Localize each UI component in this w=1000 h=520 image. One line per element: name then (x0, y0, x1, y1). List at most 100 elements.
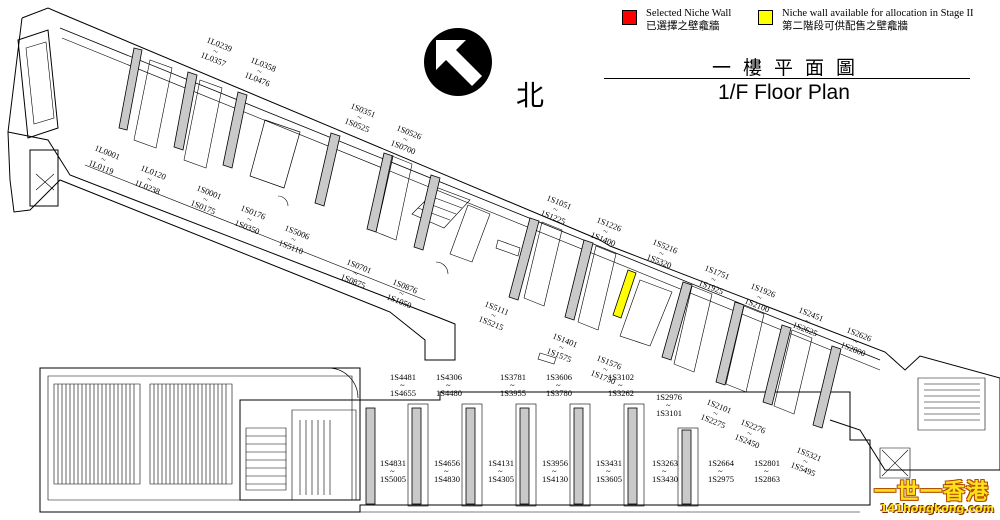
north-arrow-icon (424, 28, 492, 96)
wall-label-tilde: ~ (552, 204, 560, 215)
wall-label-tilde: ~ (400, 380, 405, 390)
wall-label-start: 1S2664 (708, 458, 735, 468)
niche-wall (661, 281, 693, 361)
wall-label-tilde: ~ (618, 380, 623, 390)
wall-label: 1L0120~1L0238 (133, 163, 167, 197)
wall-label-end: 1S3430 (652, 474, 678, 484)
wall-label-tilde: ~ (558, 342, 566, 353)
niche-wall (411, 407, 422, 505)
wall-label: 1S5006~1S5110 (277, 223, 311, 257)
niche-walls-upper (118, 47, 842, 429)
niche-walls-upper-outline (133, 59, 813, 415)
wall-label-start: 1S2276 (739, 417, 767, 436)
staircase-lower-right (879, 377, 986, 479)
wall-label-tilde: ~ (764, 466, 769, 476)
wall-label-tilde: ~ (100, 154, 108, 165)
wall-label-start: 1S3606 (546, 372, 572, 382)
wall-label: 1S2801~1S2863 (754, 458, 780, 484)
wall-label-start: 1S4481 (390, 372, 416, 382)
wall-label-tilde: ~ (602, 364, 610, 375)
wall-label-tilde: ~ (552, 466, 557, 476)
wall-label-end: 1S4305 (488, 474, 514, 484)
wall-label-start: 1S0701 (345, 257, 373, 276)
wall-label-tilde: ~ (490, 310, 498, 321)
wall-label-start: 1S1401 (551, 331, 579, 350)
wall-label-tilde: ~ (446, 380, 451, 390)
wall-label: 1L0001~1L0119 (87, 143, 121, 177)
wall-label: 1S4481~1S4655 (390, 372, 416, 398)
north-label: 北 (516, 79, 545, 112)
wall-label-tilde: ~ (402, 134, 410, 145)
wall-label-tilde: ~ (398, 288, 406, 299)
wall-label-tilde: ~ (444, 466, 449, 476)
wall-label-end: 1S4130 (542, 474, 568, 484)
wall-label-tilde: ~ (712, 408, 720, 419)
wall-label-start: 1L0120 (139, 163, 167, 182)
wall-label-tilde: ~ (212, 46, 220, 57)
legend-yellow-swatch (758, 10, 773, 25)
wall-label-tilde: ~ (390, 466, 395, 476)
wall-label-start: 1S2451 (797, 305, 825, 324)
wall-label-start: 1S2801 (754, 458, 780, 468)
wall-label-start: 1S5321 (795, 445, 823, 464)
wall-label-start: 1S3263 (652, 458, 678, 468)
staircase-lower-left (53, 383, 331, 495)
wall-label-start: 1S2101 (705, 397, 733, 416)
wall-label: 1S3263~1S3430 (652, 458, 678, 484)
wall-label: 1S1751~1S1925 (697, 263, 731, 297)
wall-label-start: 1S3431 (596, 458, 622, 468)
niche-wall (519, 407, 530, 505)
wall-label: 1L0358~1L0476 (243, 55, 277, 89)
wall-label-start: 1S5006 (283, 223, 311, 242)
wall-label: 1S1926~1S2100 (743, 281, 777, 315)
wall-label: 1S0876~1S1050 (385, 277, 419, 311)
niche-wall (365, 407, 376, 505)
niche-wall (413, 174, 441, 251)
legend-stage2-en: Niche wall available for allocation in S… (782, 8, 974, 19)
wall-label: 1S5111~1S5215 (477, 299, 510, 333)
wall-label-start: 1S0876 (391, 277, 419, 296)
upper-wing-outer-wall (21, 7, 1000, 471)
wall-label: 1S5321~1S5495 (789, 445, 823, 479)
wall-label-start: 1S3781 (500, 372, 526, 382)
wall-label: 1L0239~1L0357 (199, 35, 233, 69)
wall-label: 1S2626~1S2800 (839, 325, 873, 359)
wall-label: 1S0176~1S0350 (233, 203, 267, 237)
watermark-logo: 一世一香港 (874, 480, 990, 505)
wall-label-start: 1S5216 (651, 237, 679, 256)
wall-label: 1S0001~1S0175 (189, 183, 223, 217)
wall-label-tilde: ~ (710, 274, 718, 285)
niche-wall (812, 345, 842, 429)
wall-label-tilde: ~ (246, 214, 254, 225)
highlighted-niche-wall (612, 269, 637, 319)
wall-label-tilde: ~ (756, 292, 764, 303)
wall-label-start: 1S4831 (380, 458, 406, 468)
wall-label-start: 1S0526 (395, 123, 423, 142)
wall-label-tilde: ~ (202, 194, 210, 205)
wall-label-tilde: ~ (606, 466, 611, 476)
wall-label-tilde: ~ (718, 466, 723, 476)
wall-label-start: 1S2976 (656, 392, 682, 402)
wall-label-tilde: ~ (352, 268, 360, 279)
wall-label-start: 1S2626 (845, 325, 873, 344)
wall-label-start: 1S0351 (349, 101, 377, 120)
wall-label-end: 1S3101 (656, 408, 682, 418)
niche-wall (762, 324, 792, 406)
wall-label-tilde: ~ (146, 174, 154, 185)
wall-labels-upper: 1L0239~1L0357 1L0358~1L0476 1L0001~1L0119 1… (87, 35, 873, 479)
niche-wall (627, 407, 638, 505)
wall-label-start: 1S4306 (436, 372, 462, 382)
wall-label: 1S4306~1S4480 (436, 372, 462, 398)
wall-label-end: 1S4830 (434, 474, 460, 484)
wall-label: 1S2976~1S3101 (656, 392, 682, 418)
wall-label-start: 1S1751 (703, 263, 731, 282)
wall-label: 1S1226~1S1400 (589, 215, 623, 249)
wall-label-start: 1L0358 (249, 55, 277, 74)
wall-label-tilde: ~ (852, 336, 860, 347)
wall-label-end: 1S5005 (380, 474, 406, 484)
wall-label-start: 1S0001 (195, 183, 223, 202)
wall-label-end: 1S3605 (596, 474, 622, 484)
wall-label-start: 1S1926 (749, 281, 777, 300)
title-divider (604, 78, 970, 79)
